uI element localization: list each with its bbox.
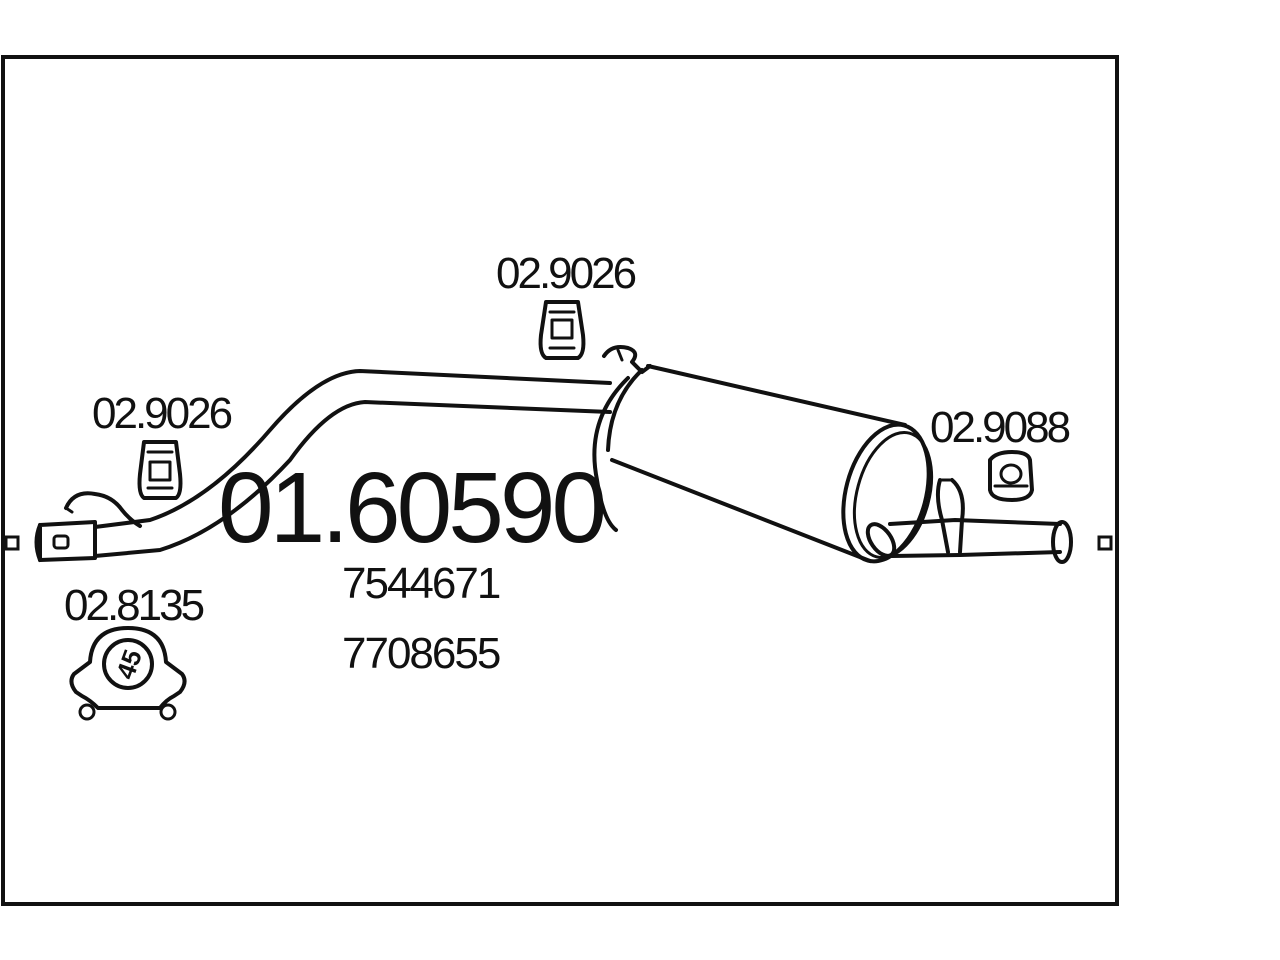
left-connector-marker bbox=[4, 535, 20, 551]
accessory-number-label: 02.9026 bbox=[92, 389, 232, 438]
oem-number: 7708655 bbox=[342, 629, 500, 678]
accessory-number-label: 02.8135 bbox=[64, 581, 204, 630]
rubber-mount-icon bbox=[137, 440, 183, 500]
accessory-number-label: 02.9088 bbox=[930, 403, 1070, 452]
pipe-clamp-icon: 45 bbox=[69, 626, 187, 721]
main-part-number: 01.60590 bbox=[218, 452, 603, 564]
right-connector-marker bbox=[1097, 535, 1113, 551]
rear-silencer bbox=[592, 345, 1073, 564]
exhaust-pipe bbox=[34, 369, 612, 562]
accessory-number-label: 02.9026 bbox=[496, 249, 636, 298]
oem-number: 7544671 bbox=[342, 559, 500, 608]
diagram-frame bbox=[1, 55, 1119, 906]
clamp-size-label: 45 bbox=[110, 646, 148, 683]
rubber-mount-icon bbox=[538, 300, 586, 360]
rubber-mount-round-icon bbox=[988, 450, 1034, 502]
